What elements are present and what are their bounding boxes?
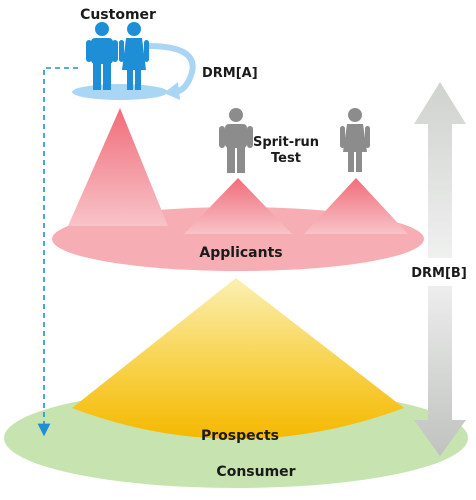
- applicants-label: Applicants: [199, 245, 282, 261]
- person-male-icon: [86, 22, 118, 90]
- curved-arrow-icon: [145, 43, 196, 96]
- drm-b-label: DRM[B]: [411, 266, 467, 281]
- drm-a-label: DRM[A]: [202, 66, 258, 81]
- test-label-line1: Sprit-run: [253, 135, 319, 150]
- gray-person-male-icon: [219, 108, 253, 173]
- customer-peak: [68, 108, 168, 226]
- customer-label: Customer: [80, 7, 156, 23]
- drm-b-label-bg: [408, 258, 470, 286]
- prospects-label: Prospects: [201, 428, 279, 444]
- customer-platform: [72, 84, 168, 100]
- test-peak: [184, 178, 292, 234]
- test-label-line2: Test: [271, 151, 301, 166]
- gray-person-female-icon: [340, 108, 370, 172]
- female-peak: [304, 178, 408, 234]
- prospects-cone: [72, 278, 404, 439]
- consumer-label: Consumer: [216, 464, 295, 480]
- dashed-down-arrow-icon: [37, 67, 78, 437]
- person-female-icon: [119, 22, 149, 90]
